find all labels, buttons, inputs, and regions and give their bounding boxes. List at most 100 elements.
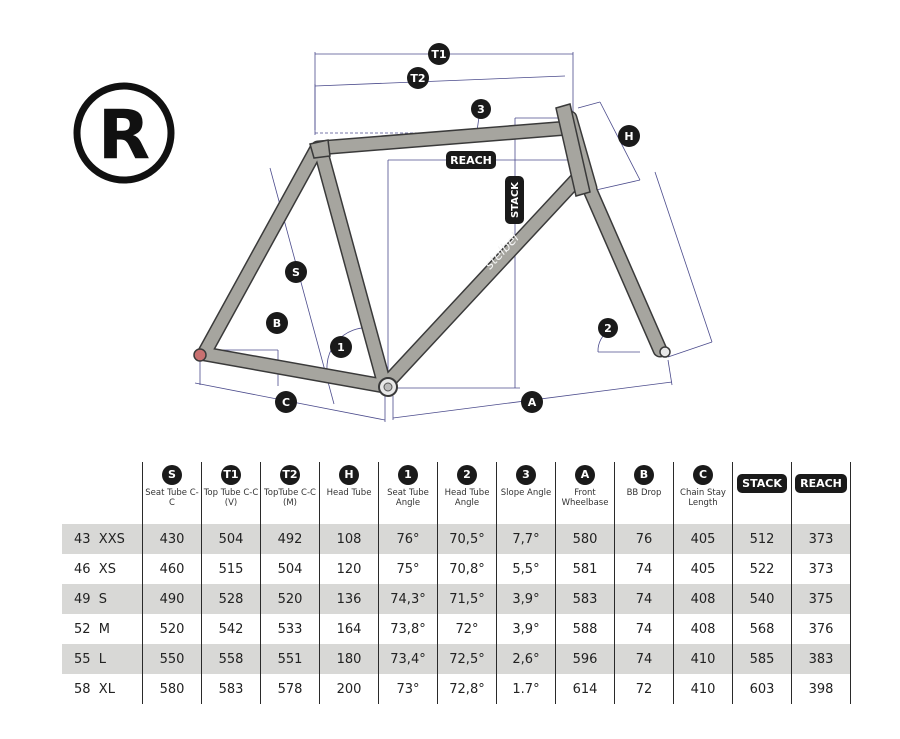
column-name: TopTube C-C (M) xyxy=(264,488,316,508)
row-size: 43 XXS xyxy=(62,524,143,554)
row-size: 49 S xyxy=(62,584,143,614)
svg-text:C: C xyxy=(282,396,290,409)
table-cell: 74 xyxy=(614,614,674,644)
column-badge: C xyxy=(693,465,713,485)
label-H: H xyxy=(618,125,640,147)
label-T2: T2 xyxy=(407,67,429,89)
table-cell: 408 xyxy=(673,584,733,614)
frame-geometry-diagram: R xyxy=(73,43,713,422)
table-cell: 5,5° xyxy=(496,554,556,584)
column-badge: S xyxy=(162,465,182,485)
table-cell: 551 xyxy=(260,644,320,674)
table-cell: 550 xyxy=(142,644,202,674)
table-cell: 568 xyxy=(732,614,792,644)
column-badge: H xyxy=(339,465,359,485)
label-A: A xyxy=(521,391,543,413)
table-cell: 542 xyxy=(201,614,261,644)
table-cell: 520 xyxy=(142,614,202,644)
table-cell: 3,9° xyxy=(496,584,556,614)
svg-text:3: 3 xyxy=(477,103,485,116)
table-cell: 504 xyxy=(201,524,261,554)
svg-text:T1: T1 xyxy=(431,48,446,61)
column-name: Chain Stay Length xyxy=(680,488,726,508)
table-cell: 76 xyxy=(614,524,674,554)
table-cell: 72° xyxy=(437,614,497,644)
column-badge: A xyxy=(575,465,595,485)
row-size: 58 XL xyxy=(74,681,115,697)
table-cell: 581 xyxy=(555,554,615,584)
table-cell: 73,8° xyxy=(378,614,438,644)
column-header: B BB Drop xyxy=(614,462,674,524)
column-badge: REACH xyxy=(795,474,847,493)
svg-text:A: A xyxy=(528,396,537,409)
table-cell: 71,5° xyxy=(437,584,497,614)
table-cell: 74 xyxy=(614,584,674,614)
column-name: Seat Tube C-C xyxy=(145,488,199,508)
column-header: S Seat Tube C-C xyxy=(142,462,202,524)
table-cell: 73° xyxy=(378,674,438,704)
table-cell: 70,5° xyxy=(437,524,497,554)
table-cell: 515 xyxy=(201,554,261,584)
svg-text:2: 2 xyxy=(604,322,612,335)
row-size: 46 XS xyxy=(74,561,116,577)
table-cell: 3,9° xyxy=(496,614,556,644)
table-cell: 1.7° xyxy=(496,674,556,704)
label-1: 1 xyxy=(330,336,352,358)
table-cell: 603 xyxy=(732,674,792,704)
table-cell: 585 xyxy=(732,644,792,674)
row-size: 55 L xyxy=(62,644,143,674)
column-badge: 3 xyxy=(516,465,536,485)
column-name: Slope Angle xyxy=(500,488,552,498)
table-cell: 164 xyxy=(319,614,379,644)
column-badge: B xyxy=(634,465,654,485)
column-name: BB Drop xyxy=(626,488,662,498)
table-cell: 398 xyxy=(791,674,851,704)
table-cell: 373 xyxy=(791,524,851,554)
column-badge: 2 xyxy=(457,465,477,485)
table-cell: 578 xyxy=(260,674,320,704)
column-badge: T2 xyxy=(280,465,300,485)
table-cell: 528 xyxy=(201,584,261,614)
label-T1: T1 xyxy=(428,43,450,65)
table-cell: 375 xyxy=(791,584,851,614)
table-cell: 72 xyxy=(614,674,674,704)
header-corner xyxy=(62,462,143,524)
column-header: REACH xyxy=(791,462,851,524)
table-cell: 405 xyxy=(673,524,733,554)
table-cell: 200 xyxy=(319,674,379,704)
svg-text:REACH: REACH xyxy=(450,154,492,167)
label-C: C xyxy=(275,391,297,413)
column-header: C Chain Stay Length xyxy=(673,462,733,524)
table-cell: 72,5° xyxy=(437,644,497,674)
table-cell: 583 xyxy=(555,584,615,614)
brand-logo: R xyxy=(73,82,175,184)
table-cell: 540 xyxy=(732,584,792,614)
diagram-labels: T1 T2 3 H REACH STACK S B xyxy=(266,43,640,413)
row-size: 52 M xyxy=(74,621,111,637)
column-badge: STACK xyxy=(737,474,787,493)
svg-text:H: H xyxy=(624,130,633,143)
svg-text:STACK: STACK xyxy=(510,181,521,218)
column-header: STACK xyxy=(732,462,792,524)
table-cell: 383 xyxy=(791,644,851,674)
table-cell: 76° xyxy=(378,524,438,554)
label-stack: STACK xyxy=(505,176,524,224)
table-cell: 583 xyxy=(201,674,261,704)
table-cell: 120 xyxy=(319,554,379,584)
table-cell: 430 xyxy=(142,524,202,554)
svg-text:B: B xyxy=(273,317,281,330)
label-2: 2 xyxy=(598,318,618,338)
label-S: S xyxy=(285,261,307,283)
table-cell: 588 xyxy=(555,614,615,644)
table-cell: 492 xyxy=(260,524,320,554)
table-cell: 614 xyxy=(555,674,615,704)
svg-text:S: S xyxy=(292,266,300,279)
column-name: Top Tube C-C (V) xyxy=(203,488,259,508)
table-cell: 580 xyxy=(555,524,615,554)
